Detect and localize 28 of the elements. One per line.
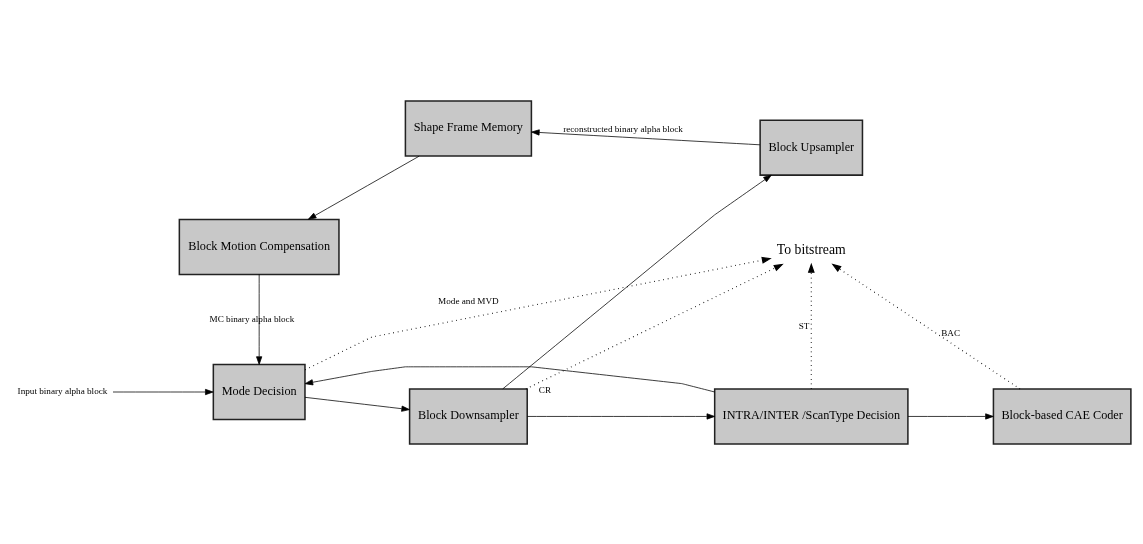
arrow — [502, 174, 772, 389]
edge-label: BAC — [941, 327, 961, 338]
node-box: Shape Frame Memory — [404, 99, 533, 157]
arrow — [304, 256, 772, 370]
arrow — [304, 365, 716, 392]
node-box: Mode Decision — [212, 363, 306, 420]
node-box: Block-based CAE Coder — [992, 387, 1132, 445]
arrow — [304, 396, 410, 412]
edge-label: MC binary alpha block — [209, 313, 295, 324]
edge-label: ST — [798, 320, 810, 331]
edge-label: CR — [538, 384, 552, 395]
node-box: Block Upsampler — [759, 118, 864, 176]
arrow — [308, 155, 420, 220]
node-box: Block Motion Compensation — [178, 218, 340, 275]
node-box: INTRA/INTER /ScanType Decision — [713, 387, 909, 445]
node-text: To bitstream — [776, 241, 846, 257]
node-box: Block Downsampler — [408, 387, 528, 445]
edge-label: reconstructed binary alpha block — [563, 123, 683, 134]
arrow — [256, 273, 263, 365]
arrow — [831, 263, 1021, 390]
arrow — [907, 412, 994, 419]
edge-label: Mode and MVD — [438, 295, 499, 306]
arrow — [807, 262, 815, 389]
arrow — [525, 263, 784, 389]
arrow — [112, 388, 214, 395]
arrow — [531, 128, 761, 145]
node-text: Input binary alpha block — [17, 385, 108, 396]
arrow — [526, 412, 715, 419]
